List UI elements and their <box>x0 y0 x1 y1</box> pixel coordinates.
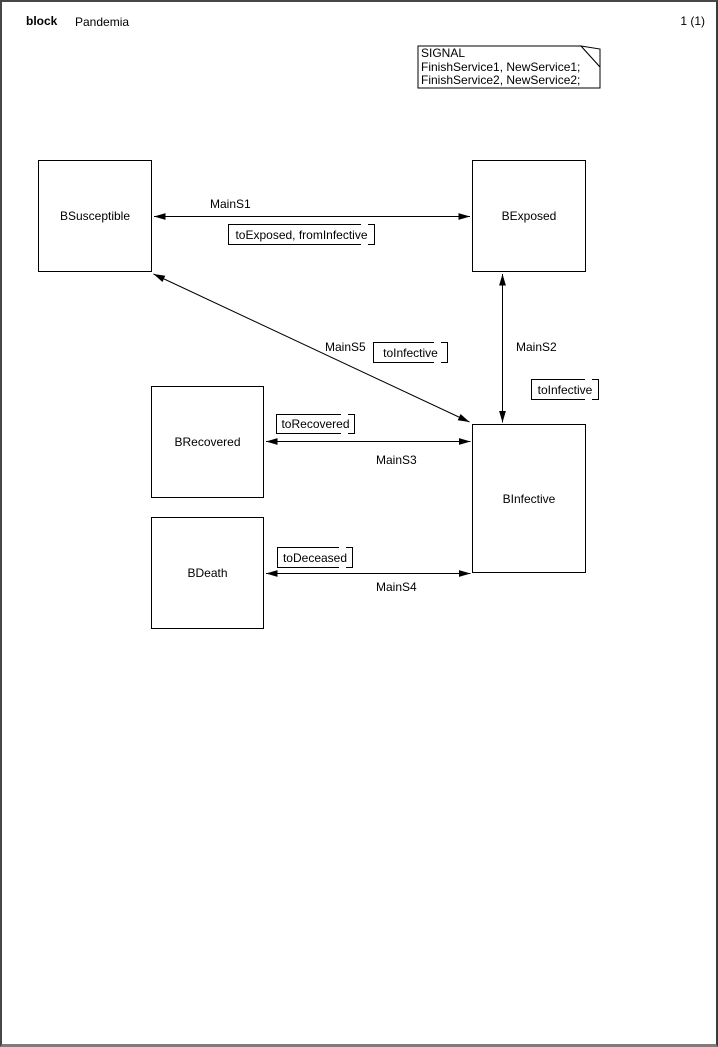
block-bexposed-label: BExposed <box>501 209 557 223</box>
channel-mains3-label[interactable]: MainS3 <box>376 453 417 467</box>
signal-list-mains2-text: toInfective <box>537 382 593 397</box>
signal-declaration-fold-corner <box>579 45 601 69</box>
signal-declaration-box[interactable] <box>417 45 601 89</box>
page-number: 1 (1) <box>680 14 705 28</box>
block-brecovered[interactable]: BRecovered <box>151 386 264 498</box>
signal-list-mains5-text: toInfective <box>383 345 438 360</box>
signal-declaration-line: FinishService1, NewService1; <box>421 59 581 74</box>
diagram-kind-label: block <box>26 14 58 28</box>
channel-mains5-label[interactable]: MainS5 <box>325 340 366 354</box>
block-binfective[interactable]: BInfective <box>472 424 586 573</box>
signal-list-mains3-text: toRecovered <box>281 417 350 431</box>
signal-list-mains5[interactable]: toInfective <box>373 342 448 363</box>
block-brecovered-label: BRecovered <box>174 435 241 449</box>
signal-declaration-symbol[interactable] <box>417 45 601 89</box>
signal-declaration-line: SIGNAL <box>421 46 466 60</box>
block-binfective-label: BInfective <box>502 491 556 506</box>
channel-mains1-label[interactable]: MainS1 <box>210 197 251 211</box>
channel-mains5-line[interactable] <box>153 273 470 423</box>
signal-declaration-line: FinishService2, NewService2; <box>421 73 581 87</box>
signal-list-mains4-text: toDeceased <box>282 550 348 565</box>
signal-list-mains4[interactable]: toDeceased <box>277 547 353 568</box>
signal-list-mains3[interactable]: toRecovered <box>276 414 355 434</box>
signal-list-mains1[interactable]: toExposed, fromInfective <box>228 224 375 245</box>
block-bsusceptible-label: BSusceptible <box>59 209 131 223</box>
block-bexposed[interactable]: BExposed <box>472 160 586 272</box>
signal-list-mains2[interactable]: toInfective <box>531 379 599 400</box>
channel-mains2-label[interactable]: MainS2 <box>516 340 557 354</box>
block-bdeath-label: BDeath <box>187 566 228 580</box>
channel-mains4-label[interactable]: MainS4 <box>376 580 417 594</box>
signal-declaration-text[interactable]: SIGNAL FinishService1, NewService1; Fini… <box>421 46 597 88</box>
block-bsusceptible[interactable]: BSusceptible <box>38 160 152 272</box>
block-bdeath[interactable]: BDeath <box>151 517 264 629</box>
signal-list-mains1-text: toExposed, fromInfective <box>235 227 368 242</box>
diagram-name: Pandemia <box>75 15 130 29</box>
